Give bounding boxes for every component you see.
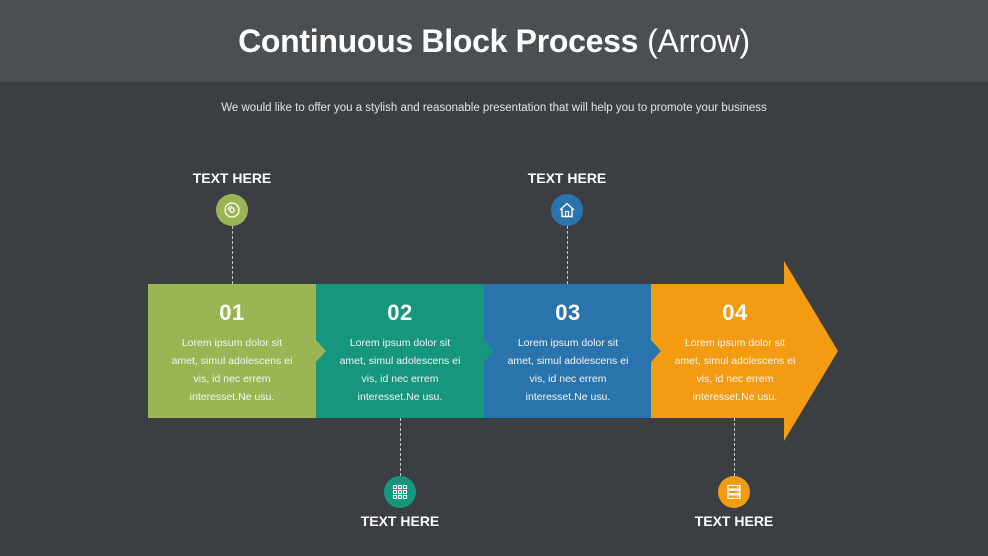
step-2-text: Lorem ipsum dolor sit amet, simul adoles…	[339, 337, 461, 403]
page-title: Continuous Block Process (Arrow)	[238, 23, 750, 60]
step-3-block	[484, 284, 652, 418]
step-1-text: Lorem ipsum dolor sit amet, simul adoles…	[171, 337, 293, 403]
step-1-block	[148, 284, 316, 418]
step-1-icon-circle	[216, 194, 248, 226]
step-3-text: Lorem ipsum dolor sit amet, simul adoles…	[507, 337, 629, 403]
step-3-number: 03	[555, 300, 581, 325]
subtitle: We would like to offer you a stylish and…	[221, 102, 767, 114]
notch-1	[316, 340, 326, 362]
step-4-icon-circle	[718, 476, 750, 508]
step-4-arrow-block	[651, 261, 838, 441]
step-3-icon-circle	[551, 194, 583, 226]
step-4-number: 04	[722, 300, 748, 325]
step-2-connector	[400, 418, 401, 476]
notch-2	[484, 340, 494, 362]
step-2-number: 02	[387, 300, 413, 325]
title-main: Continuous Block Process	[238, 22, 639, 59]
home-icon	[559, 202, 575, 218]
notch-3	[651, 340, 661, 362]
step-1-label: TEXT HERE	[192, 170, 272, 186]
title-suffix: (Arrow)	[647, 22, 750, 59]
step-4-connector	[734, 418, 735, 476]
server-icon	[727, 484, 741, 499]
step-1-connector	[232, 226, 233, 284]
step-3-label: TEXT HERE	[527, 170, 607, 186]
step-2-label: TEXT HERE	[360, 513, 440, 529]
grid-icon	[392, 484, 408, 500]
step-3-connector	[567, 226, 568, 284]
step-4: 04 Lorem ipsum dolor sit amet, simul ado…	[651, 284, 819, 418]
title-bar: Continuous Block Process (Arrow)	[0, 0, 988, 82]
step-2: 02 Lorem ipsum dolor sit amet, simul ado…	[316, 284, 484, 418]
step-1: 01 Lorem ipsum dolor sit amet, simul ado…	[148, 284, 316, 418]
step-2-block	[316, 284, 484, 418]
disc-icon	[224, 202, 240, 218]
step-4-label: TEXT HERE	[694, 513, 774, 529]
step-1-number: 01	[219, 300, 245, 325]
step-3: 03 Lorem ipsum dolor sit amet, simul ado…	[484, 284, 652, 418]
step-2-icon-circle	[384, 476, 416, 508]
step-4-text: Lorem ipsum dolor sit amet, simul adoles…	[674, 337, 796, 403]
